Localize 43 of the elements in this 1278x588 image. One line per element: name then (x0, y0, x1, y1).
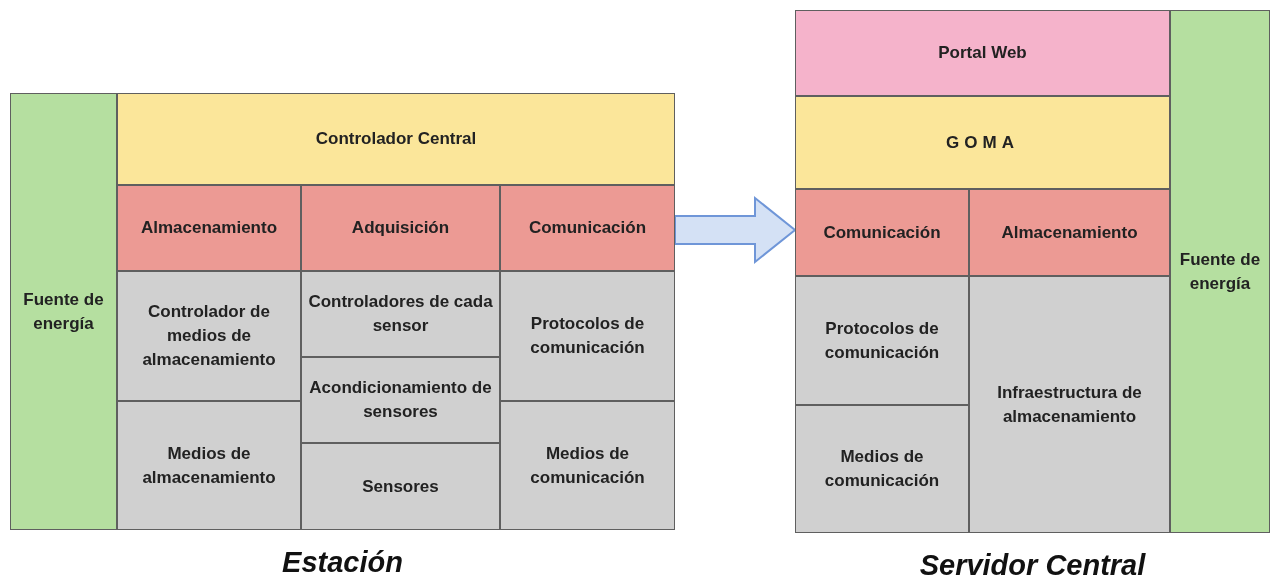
block-label: Comunicación (822, 221, 942, 244)
block-label: Portal Web (937, 42, 1028, 64)
component-block (117, 271, 301, 401)
block-label: Protocolos de comunicación (529, 313, 646, 359)
component-block (795, 276, 969, 405)
component-block (500, 401, 675, 530)
block-label: Adquisición (350, 217, 451, 239)
system-title: Servidor Central (919, 549, 1146, 582)
block-label: Medios de comunicación (529, 442, 646, 489)
controller-block (795, 96, 1170, 189)
block-label: Fuente de energía (22, 288, 105, 335)
block-label: GOMA (945, 131, 1020, 154)
block-label: Controlador Central (314, 128, 478, 150)
component-block (500, 271, 675, 401)
block-arrow (674, 195, 797, 265)
block-label: Medios de almacenamiento (141, 442, 277, 489)
block-label: Controladores de cada sensor (307, 291, 494, 337)
block-label: Sensores (361, 475, 440, 498)
block-label: Acondicionamiento de sensores (308, 377, 493, 423)
power-block (1170, 10, 1270, 533)
module-header (500, 185, 675, 271)
component-block (795, 405, 969, 533)
block-label: Fuente de energía (1178, 248, 1262, 295)
block-label: Almacenamiento (139, 217, 278, 239)
module-header (117, 185, 301, 271)
component-block (117, 401, 301, 530)
portal-block (795, 10, 1170, 96)
component-block (969, 276, 1170, 533)
component-block (301, 357, 500, 443)
block-label: Protocolos de comunicación (823, 317, 941, 364)
block-label: Controlador de medios de almacenamiento (141, 301, 277, 371)
block-label: Infraestructura de almacenamiento (996, 381, 1143, 428)
module-header (301, 185, 500, 271)
block-label: Medios de comunicación (823, 446, 941, 492)
power-block (10, 93, 117, 530)
block-label: Almacenamiento (1000, 221, 1139, 244)
module-header (795, 189, 969, 276)
block-label: Comunicación (527, 217, 648, 239)
module-header (969, 189, 1170, 276)
controller-block (117, 93, 675, 185)
system-title: Estación (282, 546, 403, 579)
component-block (301, 443, 500, 530)
component-block (301, 271, 500, 357)
